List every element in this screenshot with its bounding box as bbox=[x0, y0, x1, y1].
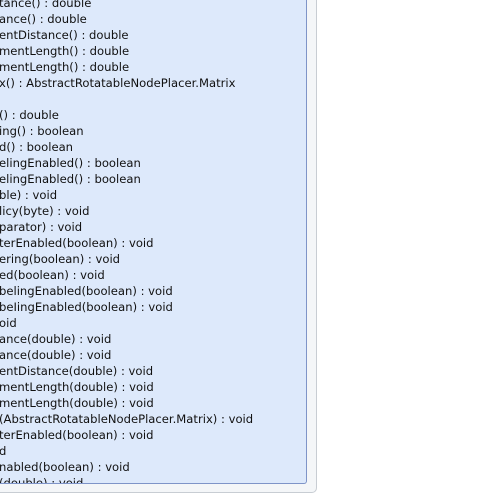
member-item[interactable]: (double) : void bbox=[0, 476, 84, 484]
member-item[interactable]: mentLength(double) : void bbox=[0, 396, 154, 410]
member-item[interactable]: terEnabled(boolean) : void bbox=[0, 236, 154, 250]
member-item[interactable]: elingEnabled() : boolean bbox=[0, 172, 141, 186]
member-item[interactable]: mentLength() : double bbox=[0, 44, 130, 58]
member-item[interactable]: mentLength(double) : void bbox=[0, 380, 154, 394]
member-item[interactable]: entDistance() : double bbox=[0, 28, 129, 42]
member-item[interactable]: parator) : void bbox=[0, 220, 83, 234]
member-item[interactable]: ing() : boolean bbox=[0, 124, 84, 138]
member-item[interactable]: oid bbox=[0, 316, 17, 330]
member-item[interactable]: ance(double) : void bbox=[0, 332, 112, 346]
member-item[interactable]: licy(byte) : void bbox=[0, 204, 90, 218]
member-item[interactable]: ed(boolean) : void bbox=[0, 268, 105, 282]
member-item[interactable]: elingEnabled() : boolean bbox=[0, 156, 141, 170]
member-item[interactable]: () : double bbox=[0, 108, 59, 122]
member-item[interactable]: terEnabled(boolean) : void bbox=[0, 428, 154, 442]
member-item[interactable]: x() : AbstractRotatableNodePlacer.Matrix bbox=[0, 76, 236, 90]
member-item[interactable]: mentLength() : double bbox=[0, 60, 130, 74]
member-item[interactable]: belingEnabled(boolean) : void bbox=[0, 284, 173, 298]
member-item[interactable]: nabled(boolean) : void bbox=[0, 460, 130, 474]
member-item[interactable]: d bbox=[0, 443, 253, 459]
member-item[interactable]: beIingEnabled(boolean) : void bbox=[0, 300, 173, 314]
member-item[interactable]: ance(double) : void bbox=[0, 348, 112, 362]
member-list: tance() : double ance() : double entDistan… bbox=[0, 0, 254, 484]
member-item[interactable]: ering(boolean) : void bbox=[0, 252, 121, 266]
uml-class-box[interactable]: tance() : double ance() : double entDistan… bbox=[0, 0, 307, 484]
member-item[interactable]: (AbstractRotatableNodePlacer.Matrix) : v… bbox=[0, 412, 254, 426]
member-item[interactable]: ble) : void bbox=[0, 188, 58, 202]
member-item[interactable]: tance() : double bbox=[0, 0, 92, 10]
member-separator bbox=[0, 91, 253, 107]
member-item[interactable]: d() : boolean bbox=[0, 140, 74, 154]
member-item[interactable]: ance() : double bbox=[0, 12, 87, 26]
member-item[interactable]: entDistance(double) : void bbox=[0, 364, 154, 378]
